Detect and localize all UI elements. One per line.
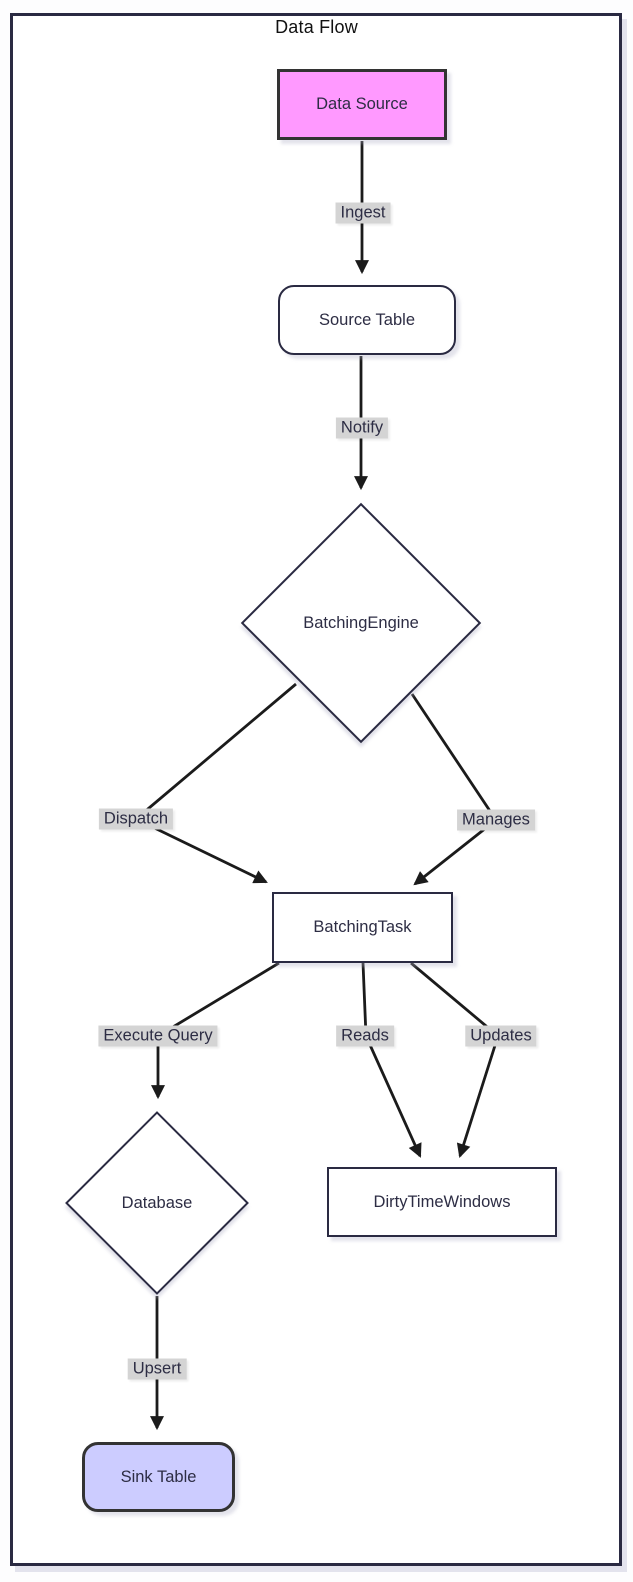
edge-dispatch-path (134, 682, 297, 884)
node-batching-engine-label: BatchingEngine (303, 613, 419, 632)
edge-label-dispatch: Dispatch (98, 808, 174, 830)
edge-label-execute-query: Execute Query (98, 1025, 218, 1047)
edge-updates-path (410, 961, 500, 1159)
edge-label-notify: Notify (335, 417, 389, 439)
node-database-label: Database (121, 1193, 193, 1212)
edge-label-ingest: Ingest (335, 202, 391, 224)
edge-label-updates: Updates (465, 1025, 537, 1047)
edge-manages-path (410, 693, 498, 886)
node-sink-table: Sink Table (82, 1442, 235, 1512)
node-data-source: Data Source (277, 69, 447, 140)
diagram-frame (10, 13, 622, 1566)
node-batching-task: BatchingTask (272, 892, 453, 963)
diagram-title: Data Flow (275, 17, 358, 37)
edge-label-reads: Reads (336, 1025, 394, 1047)
edge-label-upsert: Upsert (127, 1358, 187, 1380)
edge-label-manages: Manages (457, 809, 535, 831)
node-dirty-time-windows: DirtyTimeWindows (327, 1167, 557, 1237)
node-source-table: Source Table (278, 285, 456, 355)
edge-reads-path (361, 962, 422, 1158)
